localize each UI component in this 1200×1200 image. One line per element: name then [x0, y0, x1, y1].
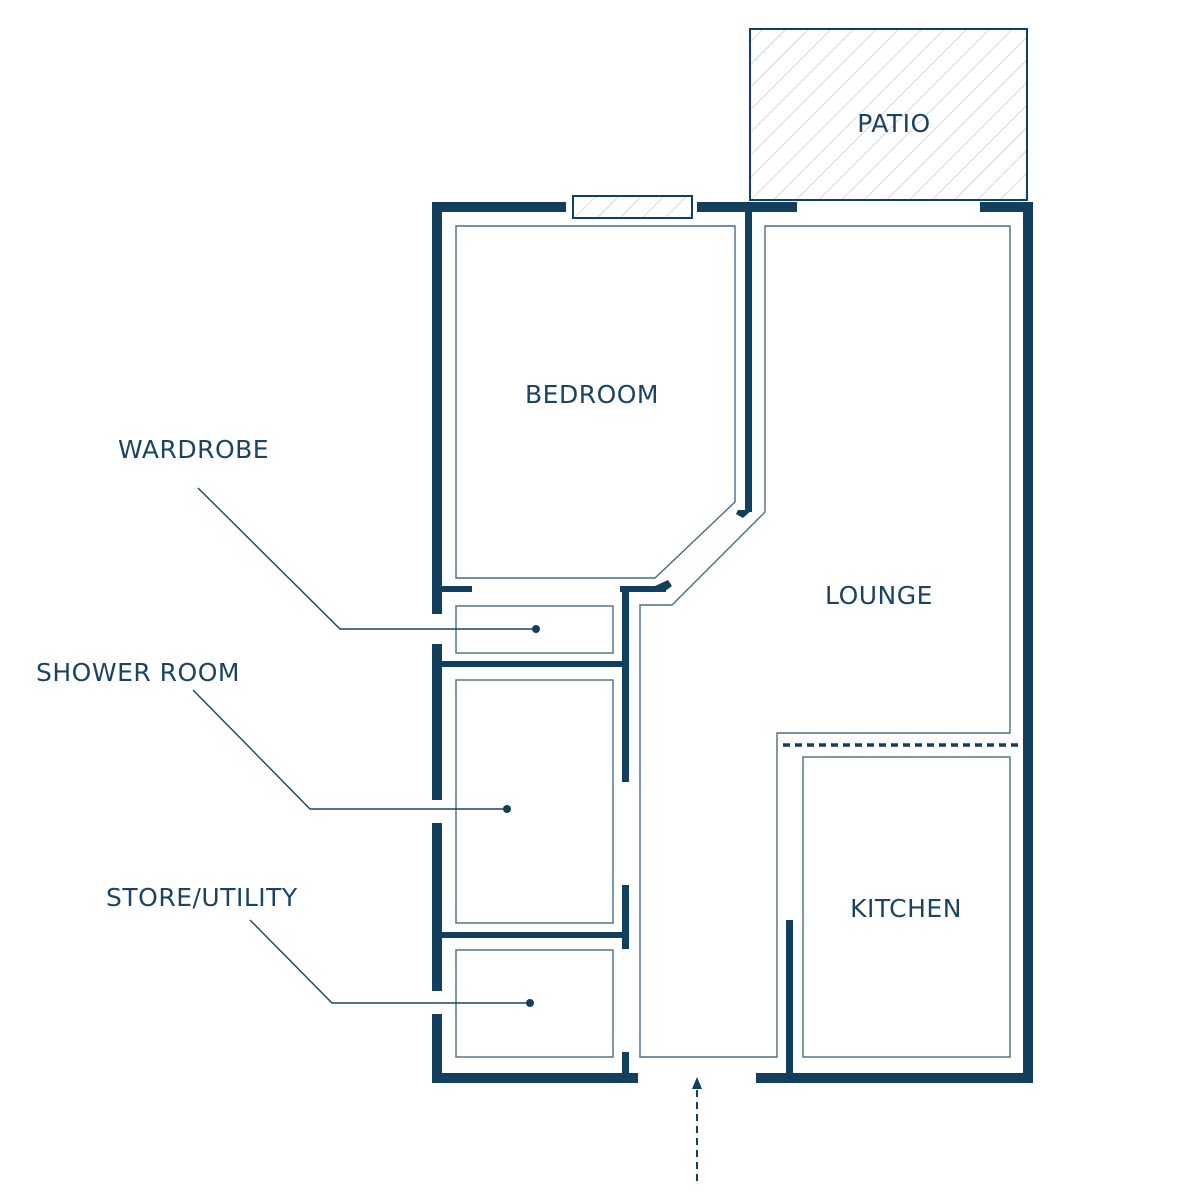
wardrobe-leader: [197, 487, 536, 630]
shower-room-leader: [192, 689, 507, 810]
store-utility-marker: [526, 999, 534, 1007]
wardrobe-marker: [532, 625, 540, 633]
shower-room-callout: SHOWER ROOM: [36, 658, 511, 813]
bedroom-label: BEDROOM: [525, 380, 659, 409]
exterior-walls: [432, 202, 1033, 1083]
lounge-label: LOUNGE: [825, 581, 933, 610]
store-utility-label: STORE/UTILITY: [106, 883, 298, 912]
room-outlines: [455, 225, 1011, 1058]
store-utility-leader: [249, 919, 530, 1004]
bedroom-window: [572, 195, 693, 219]
patio: [749, 28, 1028, 201]
shower-room-outline: [455, 679, 614, 924]
entrance-arrow-icon: [692, 1077, 702, 1181]
interior-walls: [442, 212, 1020, 1078]
bedroom-outline: [455, 225, 736, 579]
kitchen-outline: [802, 756, 1011, 1058]
kitchen-label: KITCHEN: [850, 894, 962, 923]
patio-label: PATIO: [857, 109, 930, 138]
shower-room-marker: [503, 805, 511, 813]
lounge-outline: [639, 225, 1011, 1058]
store-utility-callout: STORE/UTILITY: [106, 883, 534, 1007]
wardrobe-callout: WARDROBE: [118, 435, 540, 633]
wardrobe-label: WARDROBE: [118, 435, 269, 464]
shower-room-label: SHOWER ROOM: [36, 658, 240, 687]
